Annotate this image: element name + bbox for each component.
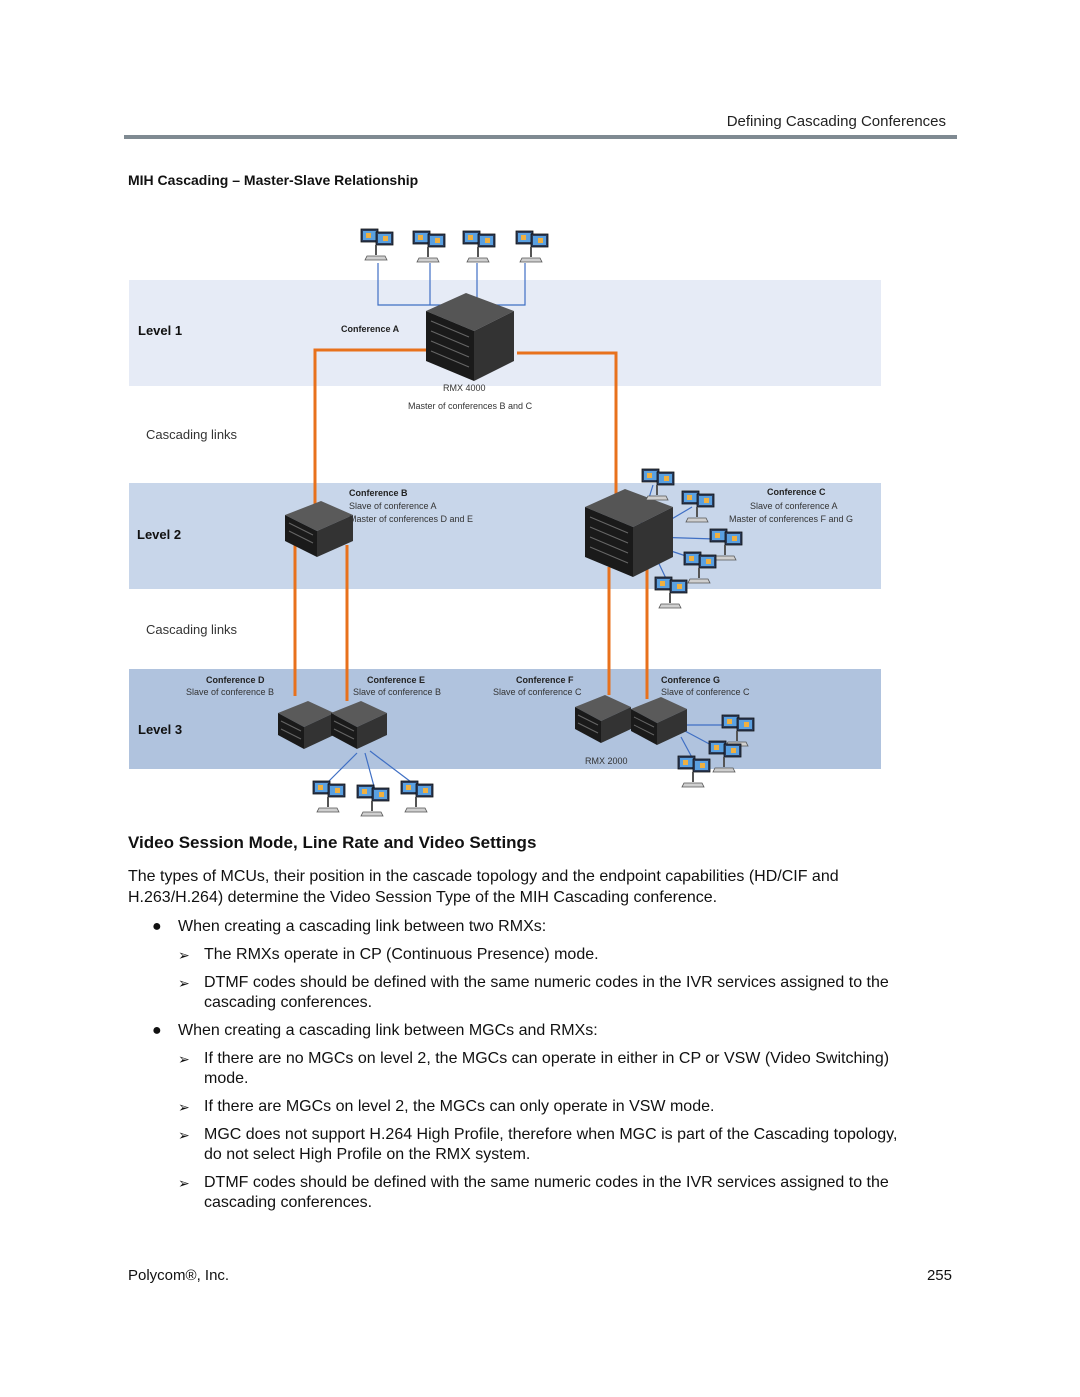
bullet-dot-icon: ● bbox=[152, 1022, 162, 1039]
conference-g-role: Slave of conference C bbox=[661, 687, 750, 697]
arrow-bullet-icon: ➢ bbox=[178, 1175, 190, 1191]
page-number: 255 bbox=[926, 1267, 952, 1284]
conference-f-role: Slave of conference C bbox=[493, 687, 582, 697]
level1-label: Level 1 bbox=[138, 323, 182, 338]
conference-b-role1: Slave of conference A bbox=[349, 501, 437, 511]
conference-c-title: Conference C bbox=[767, 487, 826, 497]
conference-c-role2: Master of conferences F and G bbox=[729, 514, 853, 524]
header-rule bbox=[124, 135, 957, 139]
conference-b-role2: Master of conferences D and E bbox=[349, 514, 473, 524]
conference-g-title: Conference G bbox=[661, 675, 720, 685]
bullet-dot-icon: ● bbox=[152, 918, 162, 935]
level2-band bbox=[129, 483, 881, 589]
conference-e-title: Conference E bbox=[367, 675, 425, 685]
cascading-diagram: Level 1 Level 2 Level 3 Cascading links … bbox=[129, 228, 881, 817]
arrow-bullet-icon: ➢ bbox=[178, 947, 190, 963]
conference-c-role1: Slave of conference A bbox=[750, 501, 838, 511]
conference-a-label: Conference A bbox=[341, 324, 400, 334]
footer-company: Polycom®, Inc. bbox=[128, 1267, 230, 1284]
running-header: Defining Cascading Conferences bbox=[726, 113, 946, 130]
conference-d-role: Slave of conference B bbox=[186, 687, 274, 697]
rmx4000-label: RMX 4000 bbox=[443, 383, 486, 393]
level2-label: Level 2 bbox=[137, 527, 181, 542]
cascading-links-label-1: Cascading links bbox=[146, 427, 238, 442]
level3-label: Level 3 bbox=[138, 722, 182, 737]
level3-band bbox=[129, 669, 881, 769]
cascading-links-label-2: Cascading links bbox=[146, 622, 238, 637]
master-bc-label: Master of conferences B and C bbox=[408, 401, 533, 411]
rmx2000-label: RMX 2000 bbox=[585, 756, 628, 766]
conference-b-title: Conference B bbox=[349, 488, 408, 498]
arrow-bullet-icon: ➢ bbox=[178, 1099, 190, 1115]
figure-caption: MIH Cascading – Master-Slave Relationshi… bbox=[128, 172, 419, 188]
conference-d-title: Conference D bbox=[206, 675, 265, 685]
conference-e-role: Slave of conference B bbox=[353, 687, 441, 697]
arrow-bullet-icon: ➢ bbox=[178, 1127, 190, 1143]
arrow-bullet-icon: ➢ bbox=[178, 975, 190, 991]
arrow-bullet-icon: ➢ bbox=[178, 1051, 190, 1067]
conference-f-title: Conference F bbox=[516, 675, 574, 685]
intro-paragraph: The types of MCUs, their position in the… bbox=[128, 868, 839, 906]
section-title: Video Session Mode, Line Rate and Video … bbox=[128, 833, 537, 852]
